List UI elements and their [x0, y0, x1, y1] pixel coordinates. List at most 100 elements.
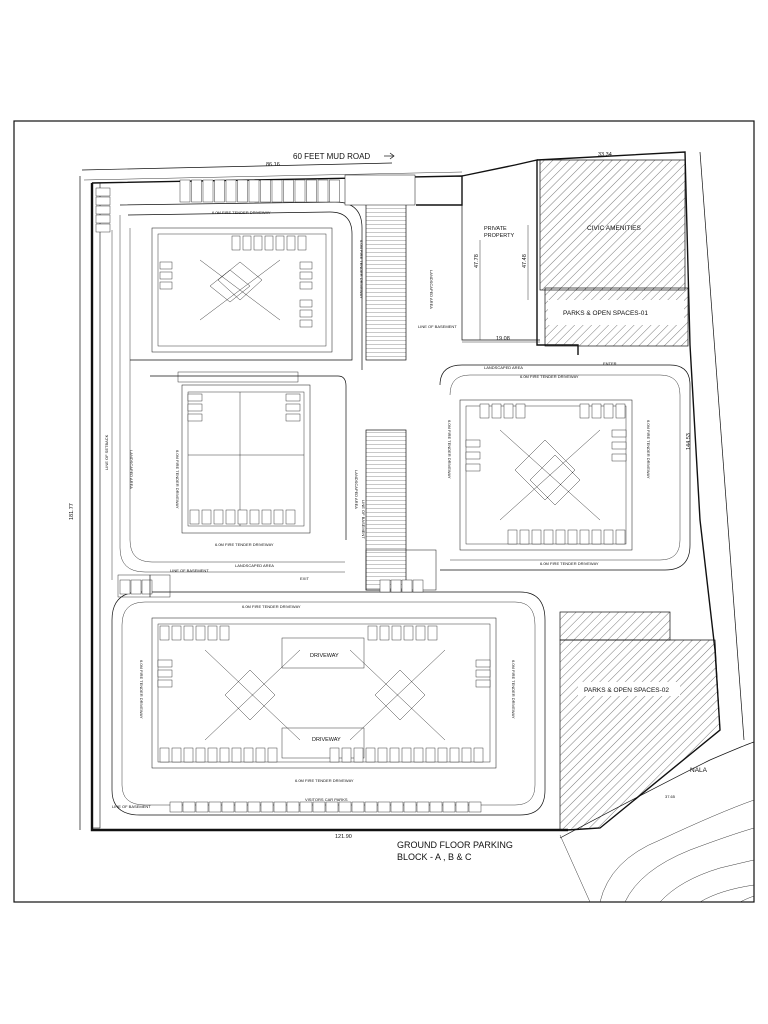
sheet-border — [13, 120, 755, 903]
landscaped-label-5: LANDSCAPED AREA — [354, 470, 359, 509]
parking-stall — [95, 223, 111, 233]
parking-stall — [171, 747, 182, 763]
parking-stall — [159, 271, 173, 280]
parking-stall — [219, 747, 230, 763]
parking-stall — [427, 625, 438, 641]
parking-stall — [95, 196, 111, 206]
road-label: 60 FEET MUD ROAD — [293, 152, 370, 161]
parks1-label: PARKS & OPEN SPACES-01 — [563, 310, 648, 317]
parking-stall — [159, 281, 173, 290]
visitor-stall — [214, 179, 225, 203]
nala-label: NALA — [690, 767, 708, 774]
parking-stall — [234, 801, 248, 813]
parking-stall — [95, 214, 111, 224]
parking-stall — [286, 235, 296, 251]
parking-stall — [267, 747, 278, 763]
parking-stall — [412, 579, 424, 593]
dim-pp-height-a: 47.78 — [474, 254, 480, 268]
parking-stall — [465, 451, 481, 460]
civic-amenities-area — [539, 159, 686, 291]
visitor-stalls-top — [95, 179, 340, 233]
visitor-stall — [283, 179, 294, 203]
parking-stall — [299, 309, 313, 318]
parking-stall — [442, 801, 456, 813]
line-basement-label-2: LINE OF BASEMENT — [112, 804, 151, 809]
parking-stall — [275, 235, 285, 251]
driveway-label-2: DRIVEWAY — [312, 737, 341, 743]
dim-bottom: 121.90 — [335, 834, 352, 840]
parking-stall — [591, 529, 602, 545]
parking-stall — [247, 801, 261, 813]
parking-stall — [365, 747, 376, 763]
parking-stall — [207, 625, 218, 641]
parking-stall — [261, 509, 272, 525]
parking-stall — [95, 187, 111, 197]
parking-stall — [325, 801, 339, 813]
parking-stall — [615, 403, 626, 419]
fire-driveway-label-4: 6.0M FIRE TENDER DRIVEWAY — [295, 778, 354, 783]
nala-contours — [559, 741, 755, 903]
dim-top-right: 33.34 — [598, 152, 612, 158]
parking-stall — [555, 529, 566, 545]
parking-stall — [237, 509, 248, 525]
parking-stall — [353, 747, 364, 763]
visitor-stall — [248, 179, 260, 203]
parking-stall — [475, 659, 491, 668]
dim-nala: 37.65 — [665, 794, 676, 799]
fire-driveway-label-9: 6.0M FIRE TENDER DRIVEWAY — [646, 420, 651, 479]
parking-stall — [465, 439, 481, 448]
parking-stall — [475, 669, 491, 678]
parking-stall — [187, 393, 203, 402]
visitor-stall — [329, 179, 340, 203]
parking-stall — [401, 747, 412, 763]
driveway-label-1: DRIVEWAY — [310, 653, 339, 659]
title-line-2: BLOCK - A , B & C — [397, 852, 472, 862]
visitor-stall — [237, 179, 248, 203]
fire-driveway-label-12: 6.0M FIRE TENDER DRIVEWAY — [175, 450, 180, 509]
parking-stall — [183, 625, 194, 641]
visitor-stall — [306, 179, 317, 203]
parking-stall — [195, 625, 206, 641]
parking-stall — [159, 261, 173, 270]
visitor-parking-label: VISITORS CAR PARKS — [305, 797, 348, 802]
parking-stall — [449, 747, 460, 763]
parking-stall — [242, 235, 252, 251]
parking-stall — [473, 747, 484, 763]
parking-stall — [329, 747, 340, 763]
parking-stall — [603, 529, 614, 545]
parking-stall — [285, 509, 296, 525]
landscaped-label-3: LANDSCAPED AREA — [429, 270, 434, 309]
parking-stalls — [119, 235, 627, 813]
parking-stall — [285, 413, 301, 422]
parking-stall — [591, 403, 602, 419]
parking-stall — [531, 529, 542, 545]
parking-stall — [253, 235, 263, 251]
parking-stall — [255, 747, 266, 763]
parking-stall — [221, 801, 235, 813]
parking-stall — [285, 403, 301, 412]
parking-stall — [351, 801, 365, 813]
dim-right: 144.53 — [686, 433, 692, 450]
parking-stall — [615, 529, 626, 545]
parking-stall — [389, 747, 400, 763]
parking-stall — [611, 441, 627, 450]
parking-stall — [401, 579, 413, 593]
parking-stall — [157, 659, 173, 668]
parking-stall — [479, 403, 490, 419]
line-setback-label: LINE OF SETBACK — [104, 434, 109, 470]
block-c — [151, 617, 497, 769]
parking-stall — [260, 801, 274, 813]
parking-stall — [157, 679, 173, 688]
parking-stall — [264, 235, 274, 251]
parking-stall — [187, 413, 203, 422]
fire-driveway-label-7: 6.0M FIRE TENDER DRIVEWAY — [359, 240, 364, 299]
parking-stall — [415, 625, 426, 641]
parking-stall — [299, 261, 313, 270]
parking-stall — [338, 801, 352, 813]
visitor-stall — [179, 179, 191, 203]
parking-stall — [169, 801, 183, 813]
parking-stall — [312, 801, 326, 813]
parking-stall — [367, 625, 378, 641]
parking-stall — [231, 235, 241, 251]
